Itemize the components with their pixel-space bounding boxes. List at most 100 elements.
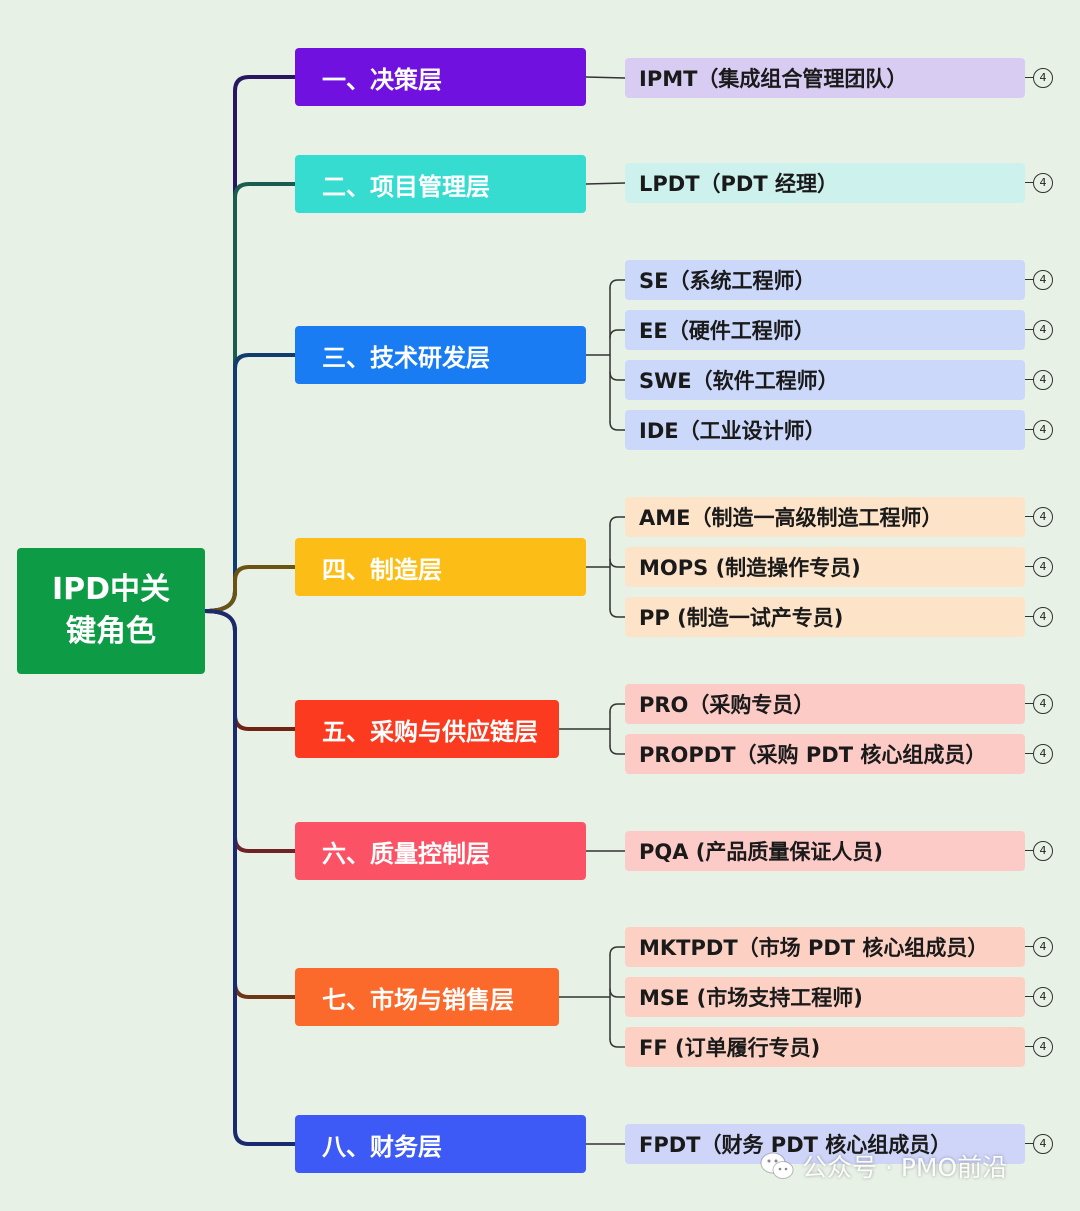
role-node[interactable]: MOPS (制造操作专员) <box>625 547 1025 587</box>
connector-line <box>609 703 626 713</box>
role-node[interactable]: SWE（软件工程师） <box>625 360 1025 400</box>
collapse-count-badge[interactable]: 4 <box>1033 1037 1053 1057</box>
layer-node[interactable]: 三、技术研发层 <box>295 326 586 384</box>
role-label: PP (制造一试产专员) <box>639 606 844 630</box>
connector-line <box>585 76 626 79</box>
collapse-count-badge[interactable]: 4 <box>1033 370 1053 390</box>
layer-label: 一、决策层 <box>322 65 442 94</box>
badge-connector <box>1025 850 1034 851</box>
badge-connector <box>1025 1046 1034 1047</box>
collapse-count-badge[interactable]: 4 <box>1033 987 1053 1007</box>
role-node[interactable]: EE（硬件工程师） <box>625 310 1025 350</box>
collapse-count-badge[interactable]: 4 <box>1033 420 1053 440</box>
role-label: PQA (产品质量保证人员) <box>639 840 884 864</box>
badge-connector <box>1025 516 1034 517</box>
connector-line <box>203 609 297 731</box>
collapse-count-badge[interactable]: 4 <box>1033 270 1053 290</box>
connector-line <box>609 371 626 381</box>
role-label: EE（硬件工程师） <box>639 319 815 343</box>
layer-label: 四、制造层 <box>322 555 442 584</box>
watermark: 公众号 · PMO前沿 <box>760 1148 1007 1184</box>
role-node[interactable]: AME（制造一高级制造工程师） <box>625 497 1025 537</box>
role-node[interactable]: IDE（工业设计师） <box>625 410 1025 450</box>
role-label: AME（制造一高级制造工程师） <box>639 506 943 530</box>
badge-connector <box>1025 279 1034 280</box>
role-node[interactable]: FF (订单履行专员) <box>625 1027 1025 1067</box>
connector-line <box>609 329 626 339</box>
role-label: PROPDT（采购 PDT 核心组成员） <box>639 743 987 767</box>
connector-line <box>609 516 626 526</box>
role-node[interactable]: SE（系统工程师） <box>625 260 1025 300</box>
layer-node[interactable]: 一、决策层 <box>295 48 586 106</box>
badge-connector <box>1025 182 1034 183</box>
badge-connector <box>1025 753 1034 754</box>
collapse-count-badge[interactable]: 4 <box>1033 694 1053 714</box>
collapse-count-badge[interactable]: 4 <box>1033 173 1053 193</box>
collapse-count-badge[interactable]: 4 <box>1033 557 1053 577</box>
role-label: FPDT（财务 PDT 核心组成员） <box>639 1133 952 1157</box>
collapse-count-badge[interactable]: 4 <box>1033 744 1053 764</box>
collapse-count-badge[interactable]: 4 <box>1033 1134 1053 1154</box>
connector-line <box>609 745 626 755</box>
role-label: MOPS (制造操作专员) <box>639 556 861 580</box>
layer-node[interactable]: 七、市场与销售层 <box>295 968 559 1026</box>
role-label: SWE（软件工程师） <box>639 369 839 393</box>
role-node[interactable]: PROPDT（采购 PDT 核心组成员） <box>625 734 1025 774</box>
role-label: PRO（采购专员） <box>639 693 815 717</box>
connector-line <box>203 609 297 999</box>
role-label: FF (订单履行专员) <box>639 1036 821 1060</box>
role-node[interactable]: FPDT（财务 PDT 核心组成员） <box>625 1124 1025 1164</box>
connector-line <box>609 1038 626 1048</box>
badge-connector <box>1025 429 1034 430</box>
connector-line <box>609 279 626 289</box>
layer-node[interactable]: 八、财务层 <box>295 1115 586 1173</box>
layer-node[interactable]: 五、采购与供应链层 <box>295 700 559 758</box>
layer-node[interactable]: 四、制造层 <box>295 538 586 596</box>
connector-line <box>585 182 626 185</box>
layer-label: 七、市场与销售层 <box>322 985 514 1014</box>
layer-label: 八、财务层 <box>322 1132 442 1161</box>
badge-connector <box>1025 616 1034 617</box>
layer-node[interactable]: 二、项目管理层 <box>295 155 586 213</box>
collapse-count-badge[interactable]: 4 <box>1033 937 1053 957</box>
connector-line <box>203 75 297 613</box>
root-node[interactable]: IPD中关键角色 <box>17 548 205 674</box>
connector-line <box>609 988 626 998</box>
connector-line <box>203 609 297 1146</box>
layer-node[interactable]: 六、质量控制层 <box>295 822 586 880</box>
badge-connector <box>1025 329 1034 330</box>
badge-connector <box>1025 946 1034 947</box>
watermark-text: 公众号 · PMO前沿 <box>802 1153 1008 1182</box>
collapse-count-badge[interactable]: 4 <box>1033 607 1053 627</box>
connector-line <box>203 565 297 613</box>
role-node[interactable]: MSE (市场支持工程师) <box>625 977 1025 1017</box>
role-label: SE（系统工程师） <box>639 269 816 293</box>
role-node[interactable]: PP (制造一试产专员) <box>625 597 1025 637</box>
role-node[interactable]: PRO（采购专员） <box>625 684 1025 724</box>
role-node[interactable]: PQA (产品质量保证人员) <box>625 831 1025 871</box>
role-label: MSE (市场支持工程师) <box>639 986 863 1010</box>
badge-connector <box>1025 77 1034 78</box>
role-node[interactable]: MKTPDT（市场 PDT 核心组成员） <box>625 927 1025 967</box>
role-node[interactable]: IPMT（集成组合管理团队） <box>625 58 1025 98</box>
collapse-count-badge[interactable]: 4 <box>1033 68 1053 88</box>
collapse-count-badge[interactable]: 4 <box>1033 841 1053 861</box>
layer-label: 六、质量控制层 <box>322 839 490 868</box>
collapse-count-badge[interactable]: 4 <box>1033 320 1053 340</box>
connector-line <box>609 558 626 568</box>
connector-line <box>203 353 297 613</box>
layer-label: 二、项目管理层 <box>322 172 490 201</box>
connector-line <box>609 946 626 956</box>
role-node[interactable]: LPDT（PDT 经理） <box>625 163 1025 203</box>
root-label: IPD中关键角色 <box>51 572 171 649</box>
connector-line <box>609 421 626 431</box>
badge-connector <box>1025 996 1034 997</box>
role-label: IDE（工业设计师） <box>639 419 826 443</box>
layer-label: 五、采购与供应链层 <box>322 717 538 746</box>
collapse-count-badge[interactable]: 4 <box>1033 507 1053 527</box>
badge-connector <box>1025 566 1034 567</box>
badge-connector <box>1025 1143 1034 1144</box>
layer-label: 三、技术研发层 <box>322 343 490 372</box>
connector-line <box>609 608 626 618</box>
